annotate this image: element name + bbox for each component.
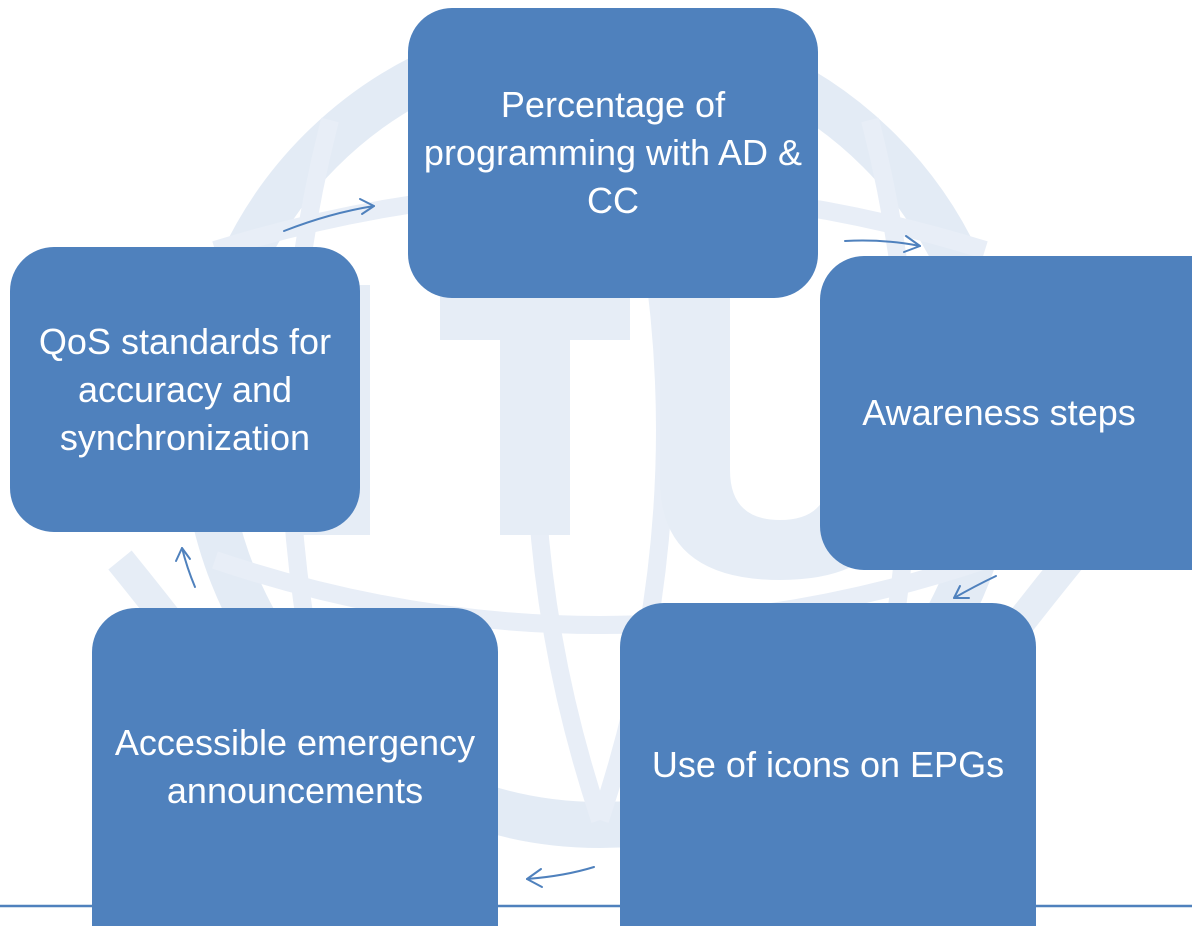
- cycle-node-use-of-icons: Use of icons on EPGs: [620, 603, 1036, 926]
- cycle-node-label: Use of icons on EPGs: [651, 743, 1005, 785]
- cycle-node-label: Percentage of programming with AD & CC: [423, 84, 803, 221]
- cycle-node-percentage-of-programming: Percentage of programming with AD & CC: [408, 8, 818, 298]
- cycle-node-qos-standards: QoS standards for accuracy and synchroni…: [10, 247, 360, 532]
- cycle-node-awareness-steps: Awareness steps: [820, 256, 1192, 570]
- cycle-node-label: Accessible emergency announcements: [114, 722, 476, 811]
- cycle-node-accessible-emergency: Accessible emergency announcements: [92, 608, 498, 926]
- cycle-node-label: QoS standards for accuracy and synchroni…: [38, 320, 332, 458]
- cycle-node-label: Awareness steps: [862, 392, 1136, 433]
